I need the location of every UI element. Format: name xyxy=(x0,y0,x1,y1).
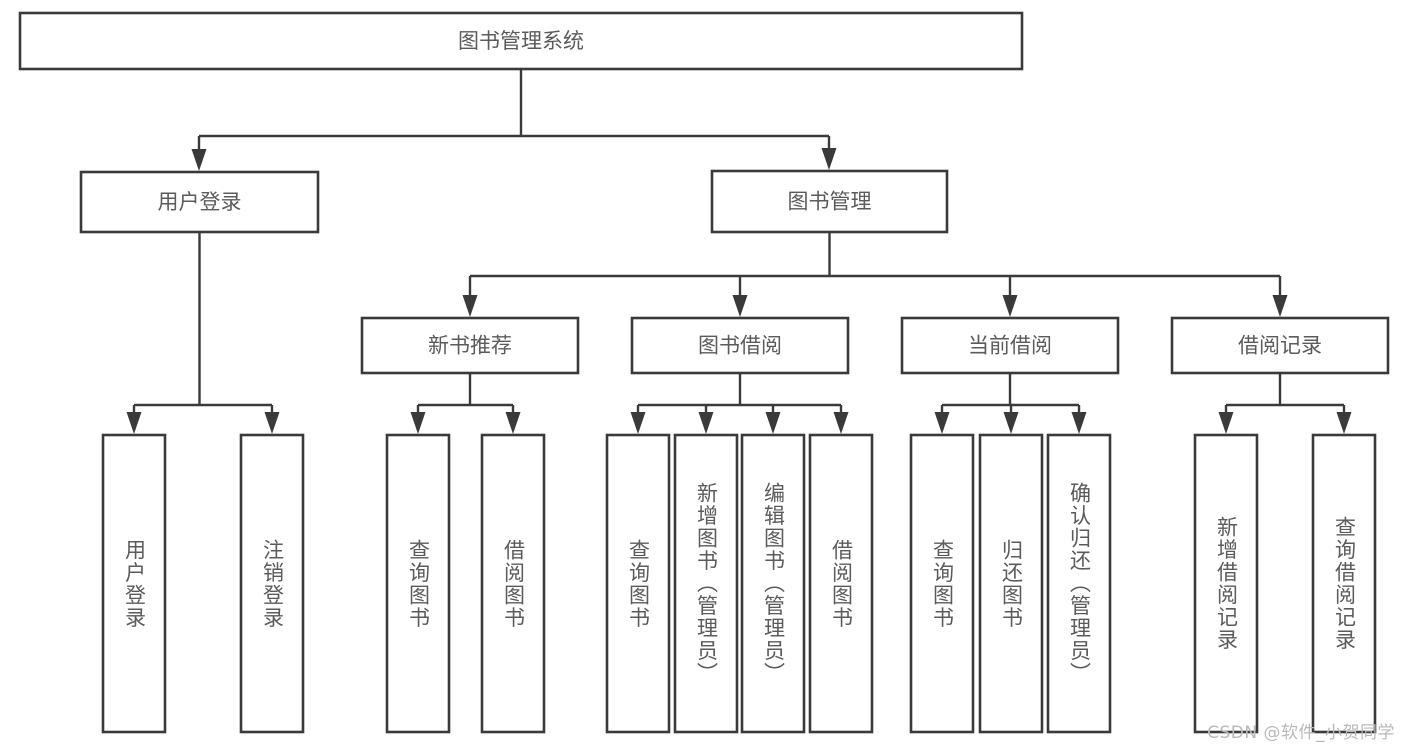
arrow-head-icon xyxy=(1218,412,1234,434)
node-label-user-login: 用户登录 xyxy=(158,190,242,214)
node-box-leaf-query-book-borrow[interactable] xyxy=(605,433,671,734)
connector-group-c-root-bus xyxy=(191,69,837,171)
node-leaf-query-book-borrow[interactable] xyxy=(605,433,671,734)
arrow-head-icon xyxy=(462,295,478,317)
arrow-head-icon xyxy=(410,412,426,434)
connector-group-c-recommend-bus xyxy=(410,373,521,434)
node-book-borrow[interactable]: 图书借阅 xyxy=(630,316,850,375)
arrow-head-icon xyxy=(264,412,280,434)
arrow-head-icon xyxy=(732,295,748,317)
node-leaf-confirm-return[interactable] xyxy=(1046,433,1112,734)
node-current-borrow[interactable]: 当前借阅 xyxy=(900,316,1120,375)
node-label-borrow-record: 借阅记录 xyxy=(1238,334,1322,358)
node-leaf-borrow-book-recommend[interactable] xyxy=(480,433,546,734)
arrow-head-icon xyxy=(1002,295,1018,317)
connector-group-c-bookborrow-bus xyxy=(630,373,849,434)
arrow-head-icon xyxy=(1003,412,1019,434)
node-box-leaf-borrow-book[interactable] xyxy=(808,433,874,734)
node-box-leaf-query-borrow-record[interactable] xyxy=(1311,433,1377,734)
node-label-book-borrow: 图书借阅 xyxy=(698,334,782,358)
arrow-head-icon xyxy=(1336,412,1352,434)
connectors-layer xyxy=(126,69,1352,434)
arrow-head-icon xyxy=(821,148,837,170)
node-box-leaf-query-book-current[interactable] xyxy=(909,433,975,734)
arrow-head-icon xyxy=(765,412,781,434)
node-leaf-add-book[interactable] xyxy=(673,433,739,734)
arrow-head-icon xyxy=(833,412,849,434)
node-leaf-query-borrow-record[interactable] xyxy=(1311,433,1377,734)
node-box-book-borrow[interactable] xyxy=(630,316,850,375)
connector-group-c-userlogin-bus xyxy=(126,232,280,434)
node-new-book-recommend[interactable]: 新书推荐 xyxy=(360,316,580,375)
node-leaf-query-book-current[interactable] xyxy=(909,433,975,734)
arrow-head-icon xyxy=(191,149,207,171)
arrow-head-icon xyxy=(1272,295,1288,317)
node-box-root[interactable] xyxy=(18,11,1024,71)
node-leaf-edit-book[interactable] xyxy=(740,433,806,734)
node-user-login[interactable]: 用户登录 xyxy=(79,170,320,234)
node-borrow-record[interactable]: 借阅记录 xyxy=(1170,316,1390,375)
node-label-current-borrow: 当前借阅 xyxy=(968,334,1052,358)
node-box-leaf-return-book[interactable] xyxy=(978,433,1044,734)
watermark-text: CSDN @软件_小贺同学 xyxy=(1207,723,1395,743)
node-leaf-return-book[interactable] xyxy=(978,433,1044,734)
node-box-book-manage[interactable] xyxy=(710,169,949,234)
node-leaf-add-borrow-record[interactable] xyxy=(1193,433,1259,734)
node-root[interactable]: 图书管理系统 xyxy=(18,11,1024,71)
arrow-head-icon xyxy=(698,412,714,434)
node-box-leaf-borrow-book-recommend[interactable] xyxy=(480,433,546,734)
node-label-root: 图书管理系统 xyxy=(458,29,584,53)
node-leaf-user-logout[interactable] xyxy=(239,433,305,734)
node-leaf-query-book-recommend[interactable] xyxy=(385,433,451,734)
connector-group-c-currentborrow-bus xyxy=(934,373,1087,434)
node-leaf-borrow-book[interactable] xyxy=(808,433,874,734)
node-label-new-book-recommend: 新书推荐 xyxy=(428,334,512,358)
node-box-leaf-user-login[interactable] xyxy=(101,433,167,734)
node-box-current-borrow[interactable] xyxy=(900,316,1120,375)
node-box-leaf-add-borrow-record[interactable] xyxy=(1193,433,1259,734)
arrow-head-icon xyxy=(630,412,646,434)
node-box-borrow-record[interactable] xyxy=(1170,316,1390,375)
connector-group-c-bookmanage-bus xyxy=(462,232,1288,317)
connector-group-c-borrowrecord-bus xyxy=(1218,373,1352,434)
node-box-leaf-user-logout[interactable] xyxy=(239,433,305,734)
node-box-new-book-recommend[interactable] xyxy=(360,316,580,375)
node-box-leaf-edit-book[interactable] xyxy=(740,433,806,734)
node-book-manage[interactable]: 图书管理 xyxy=(710,169,949,234)
node-box-leaf-add-book[interactable] xyxy=(673,433,739,734)
arrow-head-icon xyxy=(1071,412,1087,434)
node-label-book-manage: 图书管理 xyxy=(788,190,872,214)
arrow-head-icon xyxy=(934,412,950,434)
arrow-head-icon xyxy=(126,412,142,434)
node-leaf-user-login[interactable] xyxy=(101,433,167,734)
arrow-head-icon xyxy=(505,412,521,434)
node-box-user-login[interactable] xyxy=(79,170,320,234)
node-box-leaf-confirm-return[interactable] xyxy=(1046,433,1112,734)
node-box-leaf-query-book-recommend[interactable] xyxy=(385,433,451,734)
